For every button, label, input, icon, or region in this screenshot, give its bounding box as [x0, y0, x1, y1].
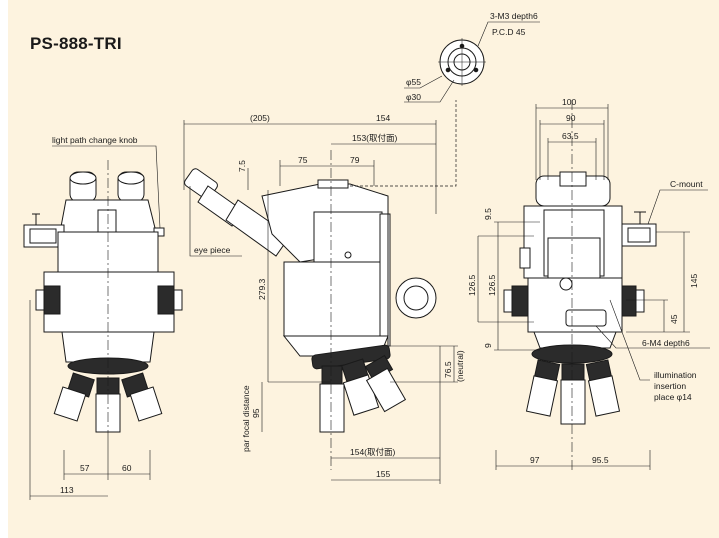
dim-90: 90 [566, 113, 576, 123]
label-par-focal: par focal distance [241, 385, 251, 452]
dim-95: 95 [251, 408, 261, 418]
dim-126-5-outer: 126.5 [467, 274, 477, 296]
rear-view [477, 100, 710, 470]
dim-126-5-inner: 126.5 [487, 274, 497, 296]
label-m3-depth: 3-M3 depth6 [490, 11, 538, 21]
dim-154b: 154(取付面) [350, 447, 396, 457]
dim-154: 154 [376, 113, 390, 123]
page-title: PS-888-TRI [30, 34, 122, 53]
dim-7-5: 7.5 [237, 160, 247, 172]
dim-155: 155 [376, 469, 390, 479]
label-neutral: (neutral) [455, 350, 465, 382]
label-eye-piece: eye piece [194, 245, 231, 255]
dim-63-5: 63.5 [562, 131, 579, 141]
dim-205: (205) [250, 113, 270, 123]
mount-detail [404, 21, 540, 103]
label-insertion: insertion [654, 381, 686, 391]
dim-153: 153(取付面) [352, 133, 398, 143]
dim-79: 79 [350, 155, 360, 165]
dim-97: 97 [530, 455, 540, 465]
dim-145: 145 [689, 274, 699, 288]
dim-phi30: φ30 [406, 92, 421, 102]
dim-75: 75 [298, 155, 308, 165]
front-view [23, 145, 183, 500]
dim-113: 113 [60, 485, 74, 495]
dim-95-5: 95.5 [592, 455, 609, 465]
dim-76-5: 76.5 [443, 361, 453, 378]
dim-9: 9 [483, 343, 493, 348]
label-place-phi14: place φ14 [654, 392, 692, 402]
label-c-mount: C-mount [670, 179, 703, 189]
dim-phi55: φ55 [406, 77, 421, 87]
dim-60: 60 [122, 463, 132, 473]
side-view [183, 100, 458, 484]
label-pcd: P.C.D 45 [492, 27, 526, 37]
dim-100: 100 [562, 97, 576, 107]
label-light-path-knob: light path change knob [52, 135, 138, 145]
label-illumination: illumination [654, 370, 697, 380]
dim-45: 45 [669, 314, 679, 324]
dim-9-5: 9.5 [483, 208, 493, 220]
label-m4-depth: 6-M4 depth6 [642, 338, 690, 348]
dim-57: 57 [80, 463, 90, 473]
dim-279-3: 279.3 [257, 278, 267, 300]
